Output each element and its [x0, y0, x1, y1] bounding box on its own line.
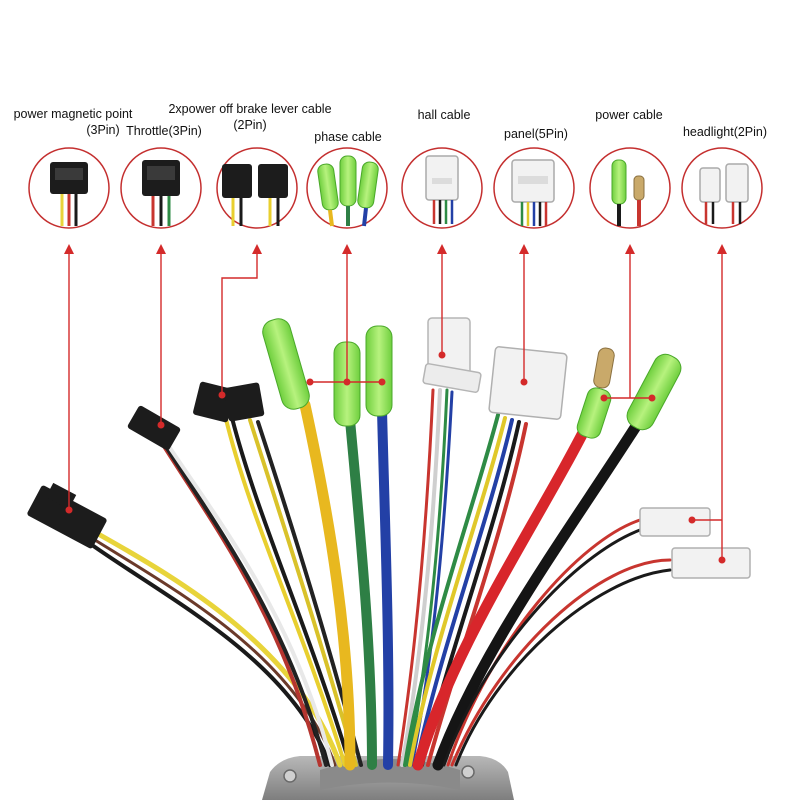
arrow-magnetic: [64, 244, 74, 254]
dot-phase-3: [378, 378, 386, 386]
circle-panel: [493, 147, 575, 229]
wire-panel-yellow: [408, 416, 507, 767]
wire-panel-green: [403, 413, 500, 767]
wire-panel-blue: [414, 418, 514, 767]
wire-headlight-red-1: [446, 518, 642, 767]
hall-connector: [422, 317, 482, 393]
arrow-throttle: [156, 244, 166, 254]
label-hall-cable: hall cable: [417, 108, 471, 122]
circle-headlight: [681, 147, 763, 229]
wire-brake-black-1: [230, 416, 352, 767]
dot-headlight-1: [688, 516, 696, 524]
label-brake-lever-line1: 2xpower off brake lever cable: [168, 102, 332, 116]
arrow-power: [625, 244, 635, 254]
arrow-hall: [437, 244, 447, 254]
dot-phase-2: [343, 378, 351, 386]
screw-left: [283, 769, 297, 783]
label-phase-cable: phase cable: [314, 130, 382, 144]
wire-hall-gray: [400, 388, 442, 767]
detail-circles: [28, 147, 763, 229]
circle-hall-cable: [401, 147, 483, 229]
wire-bundle: [90, 388, 672, 771]
phase-sleeves: [262, 318, 393, 427]
label-power-cable: power cable: [595, 108, 663, 122]
leader-arrows: [64, 244, 727, 254]
dot-panel: [520, 378, 528, 386]
leader-power: [604, 248, 652, 399]
wire-hall-red: [396, 388, 435, 767]
wire-brake-yellow-2: [248, 418, 358, 767]
arrow-phase: [342, 244, 352, 254]
dot-magnetic: [65, 506, 73, 514]
dot-hall: [438, 351, 446, 359]
label-throttle: Throttle(3Pin): [126, 124, 202, 138]
dot-throttle: [157, 421, 165, 429]
wire-phase-green: [345, 415, 377, 770]
headlight-connectors: [639, 507, 751, 579]
label-brake-lever-line2: (2Pin): [233, 118, 267, 132]
wire-hall-green: [406, 388, 449, 767]
leader-headlight: [692, 248, 723, 560]
brake-connectors: [193, 381, 265, 423]
wire-headlight-black-2: [454, 568, 672, 767]
wire-headlight-black-1: [442, 528, 642, 767]
power-connectors: [576, 347, 682, 439]
dot-phase-1: [306, 378, 314, 386]
throttle-connector: [127, 405, 181, 451]
arrow-headlight: [717, 244, 727, 254]
dot-power-2: [648, 394, 656, 402]
wire-brake-yellow-1: [223, 413, 347, 767]
wire-throttle-white: [168, 446, 334, 767]
wire-phase-yellow: [299, 399, 356, 771]
wire-headlight-red-2: [450, 558, 672, 767]
leader-dots: [65, 351, 726, 564]
wire-throttle-black: [163, 443, 328, 767]
leader-lines: [68, 248, 723, 560]
label-power-magnetic-point: power magnetic point (3Pin): [8, 106, 138, 138]
dot-brake: [218, 391, 226, 399]
label-headlight: headlight(2Pin): [682, 125, 768, 139]
wire-power-black: [432, 414, 646, 771]
dot-power-1: [600, 394, 608, 402]
label-power-magnetic-point-line1: power magnetic point: [13, 107, 133, 121]
circle-power-cable: [589, 147, 671, 229]
circle-throttle: [120, 147, 202, 229]
label-panel: panel(5Pin): [504, 127, 568, 141]
screw-right: [461, 765, 475, 779]
wire-phase-blue: [377, 405, 394, 770]
magnetic-point-connector: [27, 482, 107, 549]
wire-power-red: [412, 409, 598, 771]
circle-phase-cable: [306, 147, 388, 229]
circle-magnetic-point: [28, 147, 110, 229]
dot-headlight-2: [718, 556, 726, 564]
leader-brake: [221, 248, 258, 395]
arrow-brake: [252, 244, 262, 254]
circle-brake-lever: [216, 147, 298, 229]
arrow-panel: [519, 244, 529, 254]
wire-panel-red: [426, 422, 528, 767]
label-brake-lever: 2xpower off brake lever cable (2Pin): [162, 101, 338, 133]
label-power-magnetic-point-line2: (3Pin): [86, 123, 120, 137]
panel-connector: [488, 346, 568, 420]
